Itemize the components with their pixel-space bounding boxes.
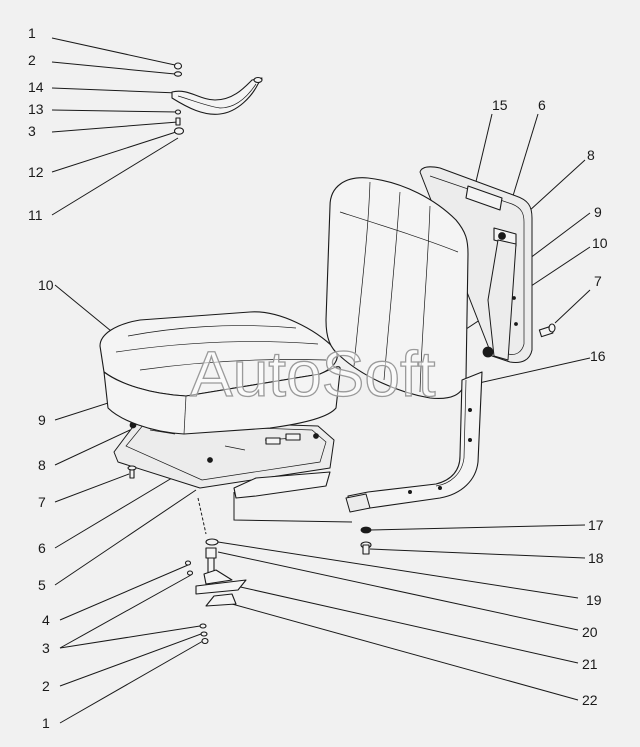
washer-3b bbox=[199, 623, 207, 629]
washer-2b bbox=[200, 631, 208, 637]
backrest bbox=[325, 166, 533, 400]
screw-3 bbox=[186, 570, 194, 576]
screw-3 bbox=[175, 117, 181, 126]
bushing-12 bbox=[173, 127, 185, 135]
callout-2-top: 2 bbox=[28, 52, 36, 68]
rail-handle bbox=[233, 471, 331, 499]
callout-6-right: 6 bbox=[538, 97, 546, 113]
callout-10-right: 10 bbox=[592, 235, 608, 251]
nut-1b bbox=[201, 637, 209, 645]
seat-cushion bbox=[99, 311, 341, 435]
callout-5: 5 bbox=[38, 577, 46, 593]
callout-10-left: 10 bbox=[38, 277, 54, 293]
callout-22: 22 bbox=[582, 692, 598, 708]
washer-13 bbox=[174, 109, 182, 115]
strap-14 bbox=[171, 77, 263, 115]
watermark: AutoSoft bbox=[190, 338, 436, 410]
callout-18: 18 bbox=[588, 550, 604, 566]
callout-labels: 1 2 14 13 3 12 11 10 9 8 7 6 5 4 3 2 1 1… bbox=[28, 25, 608, 731]
seat-frame bbox=[113, 419, 353, 523]
pin-19 bbox=[205, 538, 219, 546]
callout-12: 12 bbox=[28, 164, 44, 180]
callout-3-bottom: 3 bbox=[42, 640, 50, 656]
callout-16: 16 bbox=[590, 348, 606, 364]
callout-13: 13 bbox=[28, 101, 44, 117]
washer-2 bbox=[173, 71, 183, 77]
support-bracket-16 bbox=[345, 371, 483, 513]
nut-17 bbox=[360, 526, 372, 534]
callout-11: 11 bbox=[28, 207, 43, 223]
callout-7-left: 7 bbox=[38, 494, 46, 510]
callout-8-left: 8 bbox=[38, 457, 46, 473]
callout-1-top: 1 bbox=[28, 25, 36, 41]
callout-3-top: 3 bbox=[28, 123, 36, 139]
callout-15: 15 bbox=[492, 97, 508, 113]
callout-1-bottom: 1 bbox=[42, 715, 50, 731]
sleeve-20 bbox=[205, 547, 217, 559]
screw-4 bbox=[184, 560, 192, 566]
plate-21 bbox=[195, 579, 247, 595]
callout-19: 19 bbox=[586, 592, 602, 608]
callout-17: 17 bbox=[588, 517, 604, 533]
callout-7-right: 7 bbox=[594, 273, 602, 289]
bolt-7-right bbox=[538, 323, 556, 338]
cover-22 bbox=[205, 593, 237, 607]
callout-21: 21 bbox=[582, 656, 598, 672]
callout-20: 20 bbox=[582, 624, 598, 640]
callout-9-right: 9 bbox=[594, 204, 602, 220]
callout-4: 4 bbox=[42, 612, 50, 628]
callout-6-left: 6 bbox=[38, 540, 46, 556]
callout-9-left: 9 bbox=[38, 412, 46, 428]
callout-8-right: 8 bbox=[587, 147, 595, 163]
bolt-18 bbox=[360, 541, 372, 555]
bottom-hardware bbox=[184, 497, 247, 645]
top-hardware bbox=[171, 62, 263, 135]
callout-2-bottom: 2 bbox=[42, 678, 50, 694]
callout-14: 14 bbox=[28, 79, 44, 95]
nut-1 bbox=[173, 62, 183, 70]
